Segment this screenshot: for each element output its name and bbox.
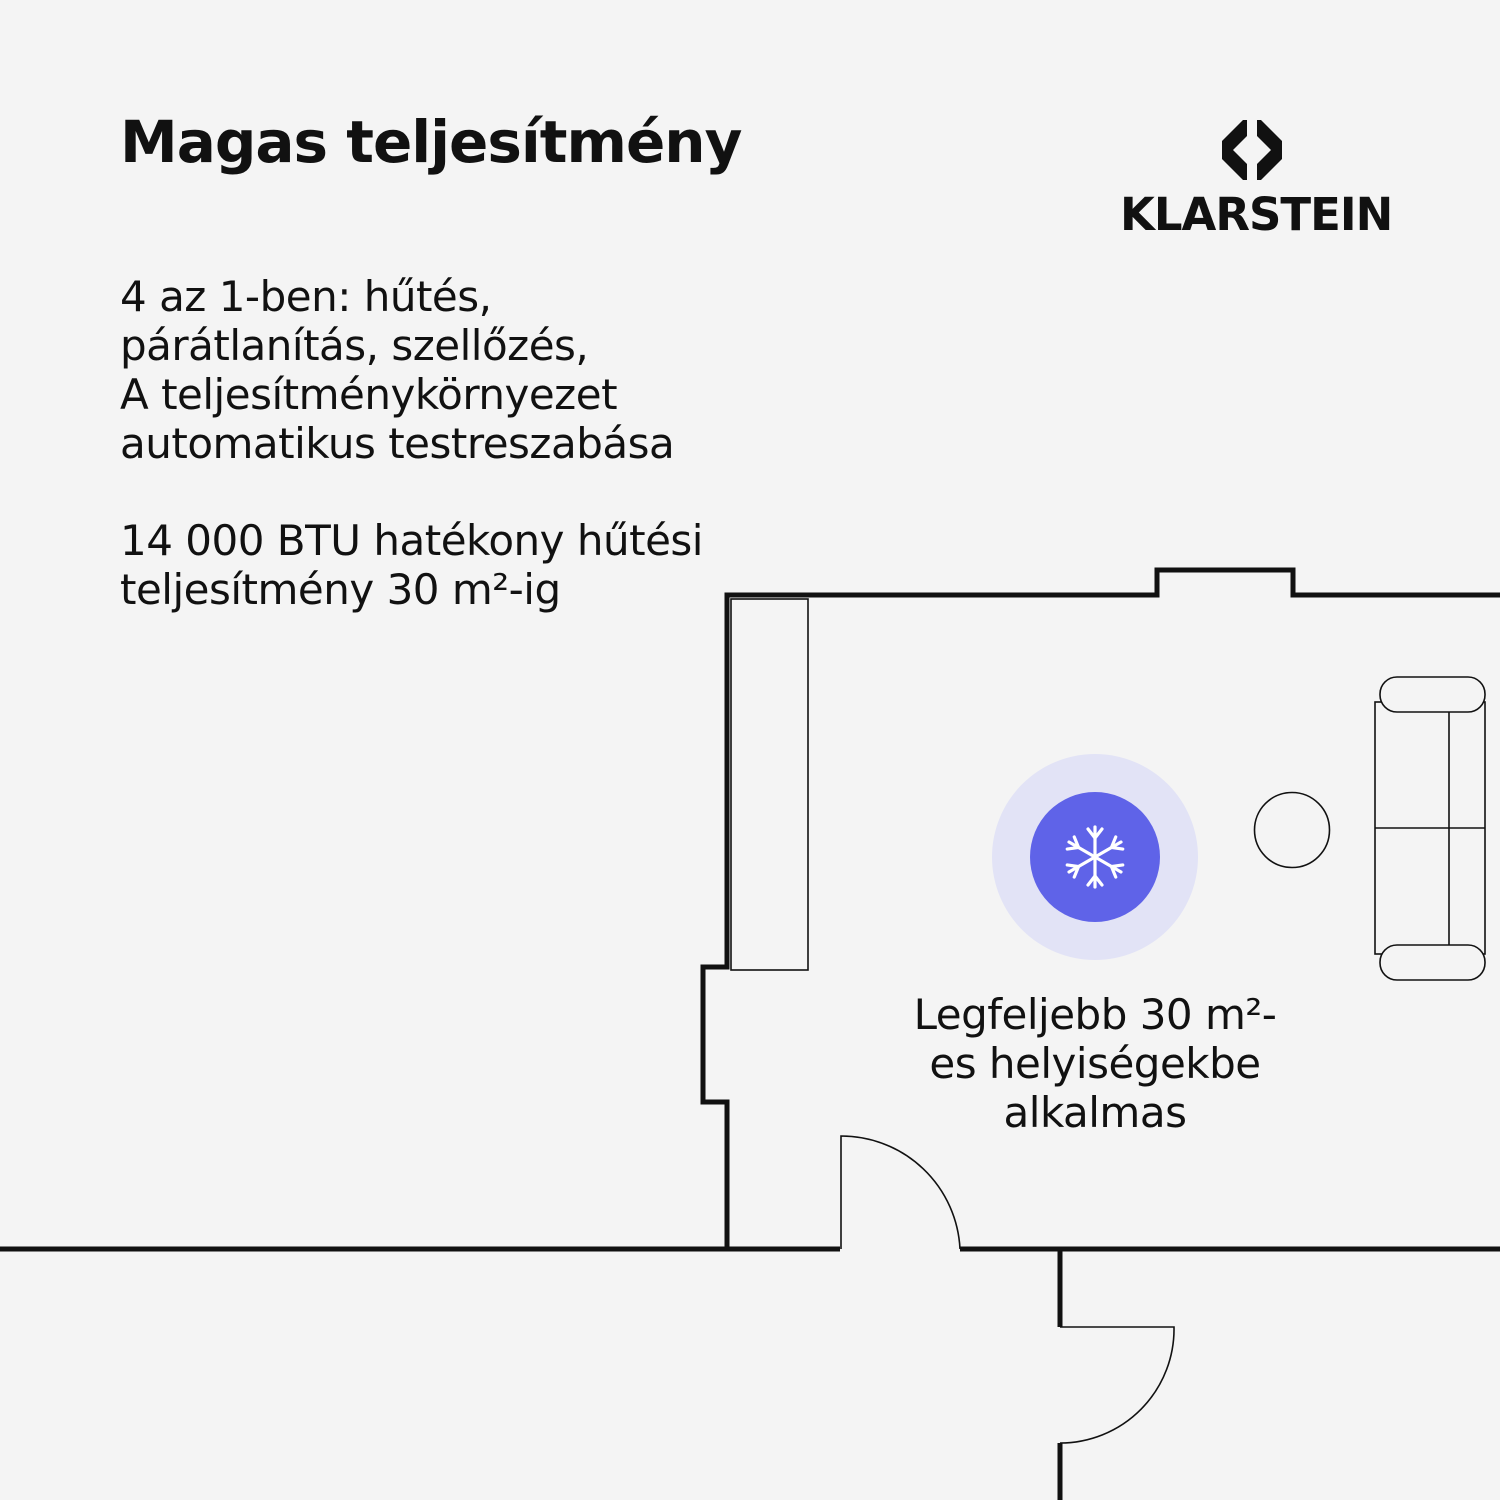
caption-line: es helyiségekbe	[929, 1039, 1261, 1088]
modes-feature-text: 4 az 1-ben: hűtés, párátlanítás, szellőz…	[120, 272, 675, 468]
headline: Magas teljesítmény	[120, 108, 742, 176]
feature-line: 4 az 1-ben: hűtés,	[120, 272, 492, 321]
round-table	[1253, 791, 1331, 869]
outer-wall	[700, 567, 1500, 1249]
wardrobe	[730, 598, 809, 971]
air-conditioner-marker	[1030, 792, 1160, 922]
feature-line: teljesítmény 30 m²-ig	[120, 565, 561, 614]
brand-logo: KLARSTEIN	[1120, 118, 1393, 248]
feature-line: párátlanítás, szellőzés,	[120, 321, 589, 370]
feature-line: A teljesítménykörnyezet	[120, 370, 618, 419]
snowflake-icon	[1065, 825, 1125, 889]
feature-line: 14 000 BTU hatékony hűtési	[120, 516, 703, 565]
caption-line: Legfeljebb 30 m²-	[913, 990, 1277, 1039]
capacity-feature-text: 14 000 BTU hatékony hűtési teljesítmény …	[120, 516, 703, 614]
feature-line: automatikus testreszabása	[120, 419, 675, 468]
caption-line: alkalmas	[1003, 1088, 1187, 1137]
room-door	[840, 1135, 961, 1250]
room-size-caption: Legfeljebb 30 m²- es helyiségekbe alkalm…	[895, 990, 1295, 1137]
sofa	[1374, 676, 1486, 981]
brand-wordmark: KLARSTEIN	[1120, 188, 1393, 241]
side-door	[1059, 1326, 1175, 1444]
brand-mark-icon	[1222, 118, 1282, 182]
